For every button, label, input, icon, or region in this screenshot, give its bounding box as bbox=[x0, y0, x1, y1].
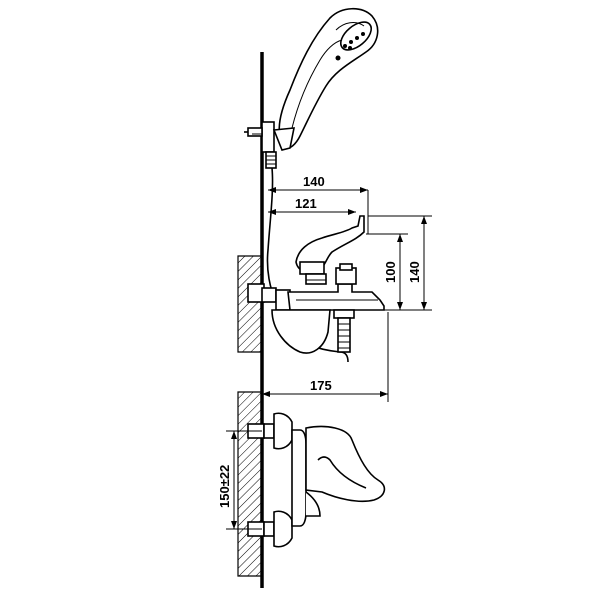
dim-140-horizontal: 140 bbox=[268, 174, 369, 234]
mixer-lever bbox=[295, 215, 365, 285]
wall-hatch-upper bbox=[237, 255, 263, 353]
bath-mixer-body bbox=[247, 263, 385, 354]
dim-100-vertical: 100 bbox=[366, 233, 408, 310]
shower-holder-bracket bbox=[244, 121, 277, 169]
dim-140-vertical: 140 bbox=[368, 215, 432, 311]
dim-140v-label: 140 bbox=[407, 261, 422, 283]
dim-150-label: 150±22 bbox=[217, 465, 232, 508]
lower-mixer-front-view bbox=[247, 412, 386, 548]
dim-140-label: 140 bbox=[303, 174, 325, 189]
dim-150-vertical: 150±22 bbox=[217, 430, 262, 530]
dim-175-label: 175 bbox=[310, 378, 332, 393]
dim-121-label: 121 bbox=[295, 196, 317, 211]
dim-121-horizontal: 121 bbox=[268, 196, 356, 215]
dim-100-label: 100 bbox=[383, 261, 398, 283]
dim-175-horizontal: 175 bbox=[262, 312, 389, 402]
hand-shower bbox=[272, 7, 379, 151]
wall-hatch-lower bbox=[237, 391, 263, 577]
